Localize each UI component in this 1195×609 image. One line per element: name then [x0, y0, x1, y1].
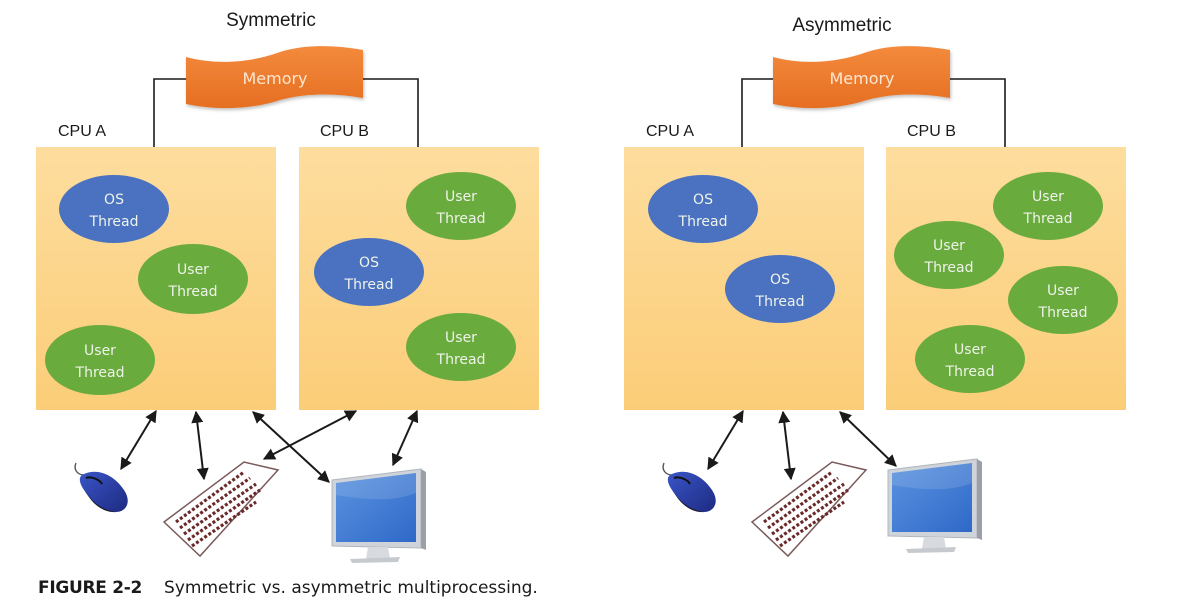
io-connections [707, 409, 897, 481]
svg-text:User: User [1047, 283, 1079, 299]
io-connections [120, 409, 419, 483]
thread-user: User Thread [138, 244, 248, 314]
svg-text:Thread: Thread [1038, 305, 1088, 321]
svg-text:OS: OS [693, 192, 713, 208]
cpu-b-label: CPU B [320, 123, 369, 140]
svg-text:Thread: Thread [924, 260, 974, 276]
thread-user: User Thread [406, 313, 516, 381]
mouse-icon [74, 462, 128, 513]
memory-label: Memory [829, 69, 894, 88]
svg-text:Thread: Thread [344, 277, 394, 293]
svg-text:Thread: Thread [1023, 211, 1073, 227]
diagram-title: Symmetric [226, 10, 316, 31]
thread-user: User Thread [915, 325, 1025, 393]
svg-text:User: User [445, 330, 477, 346]
monitor-icon [331, 468, 426, 563]
memory-bus-cpu-b [363, 78, 419, 147]
diagram-title: Asymmetric [792, 15, 891, 36]
svg-text:OS: OS [359, 255, 379, 271]
cpu-a-label: CPU A [58, 123, 106, 140]
svg-text:Thread: Thread [75, 365, 125, 381]
thread-user: User Thread [1008, 266, 1118, 334]
svg-text:Thread: Thread [168, 284, 218, 300]
svg-text:User: User [954, 342, 986, 358]
thread-user: User Thread [406, 172, 516, 240]
symmetric-diagram: Symmetric Memory CPU A OS Thread User Th… [36, 10, 539, 563]
figure-number: FIGURE 2-2 [38, 578, 143, 598]
arrow-cpu-b-keyboard [262, 410, 358, 460]
thread-os: OS Thread [314, 238, 424, 306]
svg-text:User: User [445, 189, 477, 205]
arrow-cpu-a-monitor [839, 411, 897, 467]
arrow-cpu-a-mouse [120, 409, 157, 471]
arrow-cpu-a-keyboard [778, 410, 796, 481]
memory-bus-cpu-a [741, 78, 774, 147]
figure-caption: FIGURE 2-2 Symmetric vs. asymmetric multi… [38, 578, 538, 598]
thread-user: User Thread [45, 325, 155, 395]
thread-os: OS Thread [59, 175, 169, 243]
arrow-cpu-b-monitor [391, 409, 419, 467]
memory-block: Memory [186, 46, 363, 109]
arrow-cpu-a-mouse [707, 409, 744, 471]
svg-text:OS: OS [104, 192, 124, 208]
thread-user: User Thread [993, 172, 1103, 240]
memory-bus-cpu-b [950, 78, 1006, 147]
svg-text:User: User [933, 238, 965, 254]
caption-text: Symmetric vs. asymmetric multiprocessing… [164, 578, 538, 598]
keyboard-icon [750, 461, 868, 558]
svg-text:User: User [177, 262, 209, 278]
svg-text:User: User [84, 343, 116, 359]
thread-user: User Thread [894, 221, 1004, 289]
memory-bus-cpu-a [153, 78, 187, 147]
svg-text:Thread: Thread [89, 214, 139, 230]
svg-text:Thread: Thread [755, 294, 805, 310]
mouse-icon [662, 462, 716, 513]
arrow-cpu-a-keyboard [191, 410, 209, 481]
svg-text:User: User [1032, 189, 1064, 205]
svg-text:OS: OS [770, 272, 790, 288]
svg-text:Thread: Thread [436, 211, 486, 227]
svg-text:Thread: Thread [678, 214, 728, 230]
thread-os: OS Thread [725, 255, 835, 323]
asymmetric-diagram: Asymmetric Memory CPU A OS Thread OS Thr… [624, 15, 1126, 558]
cpu-a-label: CPU A [646, 123, 694, 140]
monitor-icon [887, 458, 982, 553]
thread-os: OS Thread [648, 175, 758, 243]
cpu-b-label: CPU B [907, 123, 956, 140]
svg-text:Thread: Thread [436, 352, 486, 368]
svg-text:Thread: Thread [945, 364, 995, 380]
keyboard-icon [162, 461, 280, 558]
memory-label: Memory [242, 69, 307, 88]
memory-block: Memory [773, 46, 950, 109]
